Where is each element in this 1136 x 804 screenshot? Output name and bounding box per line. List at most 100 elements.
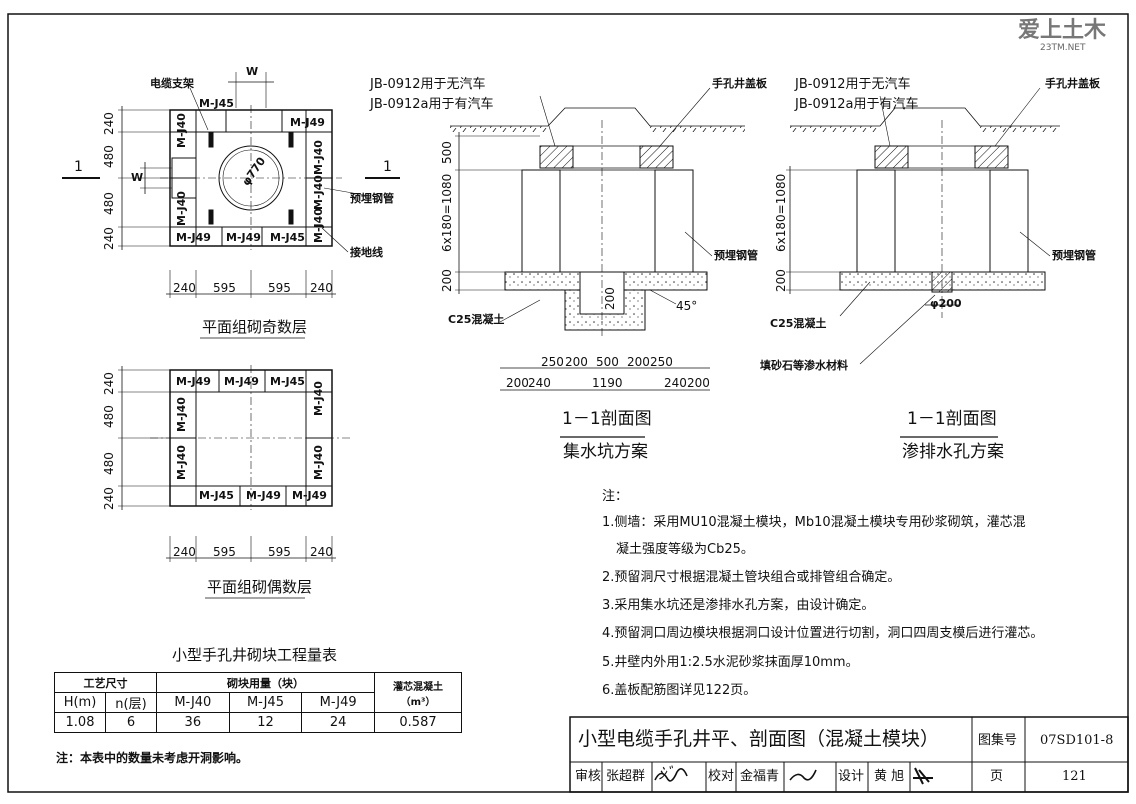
label-pipe-b: 预埋钢管 bbox=[1052, 249, 1096, 262]
qty-core-label: 灌芯混凝土 bbox=[393, 681, 443, 693]
label-ground-wire: 接地线 bbox=[350, 246, 383, 259]
dim-h: 200 bbox=[565, 355, 588, 369]
block-label: M-J40 bbox=[175, 445, 188, 480]
block-label: M-J40 bbox=[312, 140, 325, 175]
section-mark-left: 1 bbox=[74, 159, 83, 175]
note-item: 2.预留洞尺寸根据混凝土管块组合或排管组合确定。 bbox=[602, 570, 901, 585]
dim-h: 240 bbox=[173, 281, 196, 295]
dim-h: 595 bbox=[268, 545, 291, 559]
label-angle: 45° bbox=[676, 299, 698, 313]
dim-h: 240 bbox=[664, 376, 687, 390]
block-label: M-J40 bbox=[312, 175, 325, 210]
qty-col: H(m) bbox=[54, 692, 106, 713]
plan-odd-drawing bbox=[62, 72, 400, 298]
dim-v: 240 bbox=[102, 227, 116, 250]
qty-col: M-J45 bbox=[228, 692, 303, 713]
label-pit-depth: 200 bbox=[603, 287, 617, 310]
dim-v: 240 bbox=[102, 487, 116, 510]
dim-h: 1190 bbox=[592, 376, 623, 390]
block-label: M-J45 bbox=[270, 375, 305, 388]
section-b-title: 1－1剖面图 bbox=[907, 409, 997, 429]
dim-v: 480 bbox=[102, 192, 116, 215]
note-item: 凝土强度等级为Cb25。 bbox=[616, 542, 754, 557]
dim-v: 200 bbox=[440, 269, 454, 292]
qty-cell: 24 bbox=[301, 712, 375, 733]
dim-v: 480 bbox=[102, 405, 116, 428]
dim-h: 595 bbox=[213, 545, 236, 559]
label-pipe-a: 预埋钢管 bbox=[714, 249, 758, 262]
block-label: M-J40 bbox=[175, 113, 188, 148]
qty-col: n(层) bbox=[105, 692, 157, 713]
reviewer-signature: ｼﾞ bbox=[658, 764, 675, 783]
label-c25-a: C25混凝土 bbox=[448, 313, 505, 326]
dim-h: 595 bbox=[268, 281, 291, 295]
dim-v: 240 bbox=[102, 372, 116, 395]
note-item: 4.预留洞口周边模块根据洞口设计位置进行切割，洞口四周支模后进行灌芯。 bbox=[602, 626, 1044, 641]
qty-cell: 1.08 bbox=[54, 712, 106, 733]
label-cable-bracket: 电缆支架 bbox=[150, 77, 194, 90]
qty-core-unit: （m³） bbox=[400, 696, 436, 708]
label-jb-car: JB-0912a用于有汽车 bbox=[370, 97, 494, 112]
label-embedded-pipe: 预埋钢管 bbox=[350, 192, 394, 205]
qty-col: M-J40 bbox=[156, 692, 230, 713]
section-mark-right: 1 bbox=[383, 159, 392, 175]
checker-name: 金福青 bbox=[740, 769, 780, 784]
dim-h: 240 bbox=[310, 281, 333, 295]
dim-h: 250 bbox=[541, 355, 564, 369]
note-item: 3.采用集水坑还是渗排水孔方案，由设计确定。 bbox=[602, 598, 875, 613]
label-jb-car-b: JB-0912a用于有汽车 bbox=[795, 97, 919, 112]
dim-v: 500 bbox=[440, 141, 454, 164]
dim-h: 500 bbox=[596, 355, 619, 369]
notes-title: 注： bbox=[602, 489, 629, 504]
section-b-subtitle: 渗排水孔方案 bbox=[902, 442, 1004, 462]
section-a-drawing bbox=[450, 87, 745, 391]
qty-header-blocks: 砌块用量（块） bbox=[156, 672, 375, 693]
dim-h: 240 bbox=[173, 545, 196, 559]
dim-v: 480 bbox=[102, 452, 116, 475]
check-label: 校对 bbox=[708, 769, 735, 784]
block-label: M-J49 bbox=[224, 375, 259, 388]
block-label: M-J40 bbox=[312, 445, 325, 480]
label-w-top: W bbox=[246, 65, 259, 78]
dim-h: 200 bbox=[627, 355, 650, 369]
plan-odd-title: 平面组砌奇数层 bbox=[202, 318, 308, 336]
page-label: 页 bbox=[990, 769, 1004, 784]
page-number: 121 bbox=[1062, 769, 1087, 784]
label-cover-plate: 手孔井盖板 bbox=[712, 77, 767, 90]
block-label: M-J49 bbox=[226, 231, 261, 244]
design-label: 设计 bbox=[838, 769, 865, 784]
dim-h: 200 bbox=[687, 376, 710, 390]
label-drain-hole: φ200 bbox=[930, 297, 962, 310]
block-label: M-J40 bbox=[312, 381, 325, 416]
dim-v: 480 bbox=[102, 145, 116, 168]
label-fill-material: 填砂石等渗水材料 bbox=[760, 359, 848, 372]
block-label: M-J40 bbox=[175, 191, 188, 226]
dim-h: 595 bbox=[213, 281, 236, 295]
block-label: M-J49 bbox=[176, 375, 211, 388]
designer-name: 黄 旭 bbox=[874, 769, 905, 784]
qty-footnote: 注：本表中的数量未考虑开洞影响。 bbox=[56, 751, 249, 765]
dim-h: 250 bbox=[650, 355, 673, 369]
section-a-title: 1－1剖面图 bbox=[562, 409, 652, 429]
dim-v: 6x180=1080 bbox=[774, 173, 788, 252]
reviewer-name: 张超群 bbox=[606, 769, 646, 784]
qty-table-title: 小型手孔井砌块工程量表 bbox=[172, 646, 338, 664]
block-label: M-J40 bbox=[175, 397, 188, 432]
block-label: M-J45 bbox=[199, 97, 234, 110]
dim-v: 6x180=1080 bbox=[440, 173, 454, 252]
block-label: M-J40 bbox=[312, 208, 325, 243]
label-jb-no-car-b: JB-0912用于无汽车 bbox=[795, 77, 911, 92]
label-c25-b: C25混凝土 bbox=[770, 317, 827, 330]
label-jb-no-car: JB-0912用于无汽车 bbox=[370, 77, 486, 92]
watermark-site: 23TM.NET bbox=[1040, 43, 1086, 53]
note-item: 1.侧墙：采用MU10混凝土模块，Mb10混凝土模块专用砂浆砌筑，灌芯混 bbox=[602, 515, 1026, 530]
qty-cell: 0.587 bbox=[374, 712, 462, 733]
qty-cell: 36 bbox=[156, 712, 230, 733]
dim-v: 200 bbox=[774, 269, 788, 292]
section-a-subtitle: 集水坑方案 bbox=[563, 442, 648, 462]
dim-h: 240 bbox=[310, 545, 333, 559]
block-label: M-J49 bbox=[246, 489, 281, 502]
block-label: M-J45 bbox=[270, 231, 305, 244]
